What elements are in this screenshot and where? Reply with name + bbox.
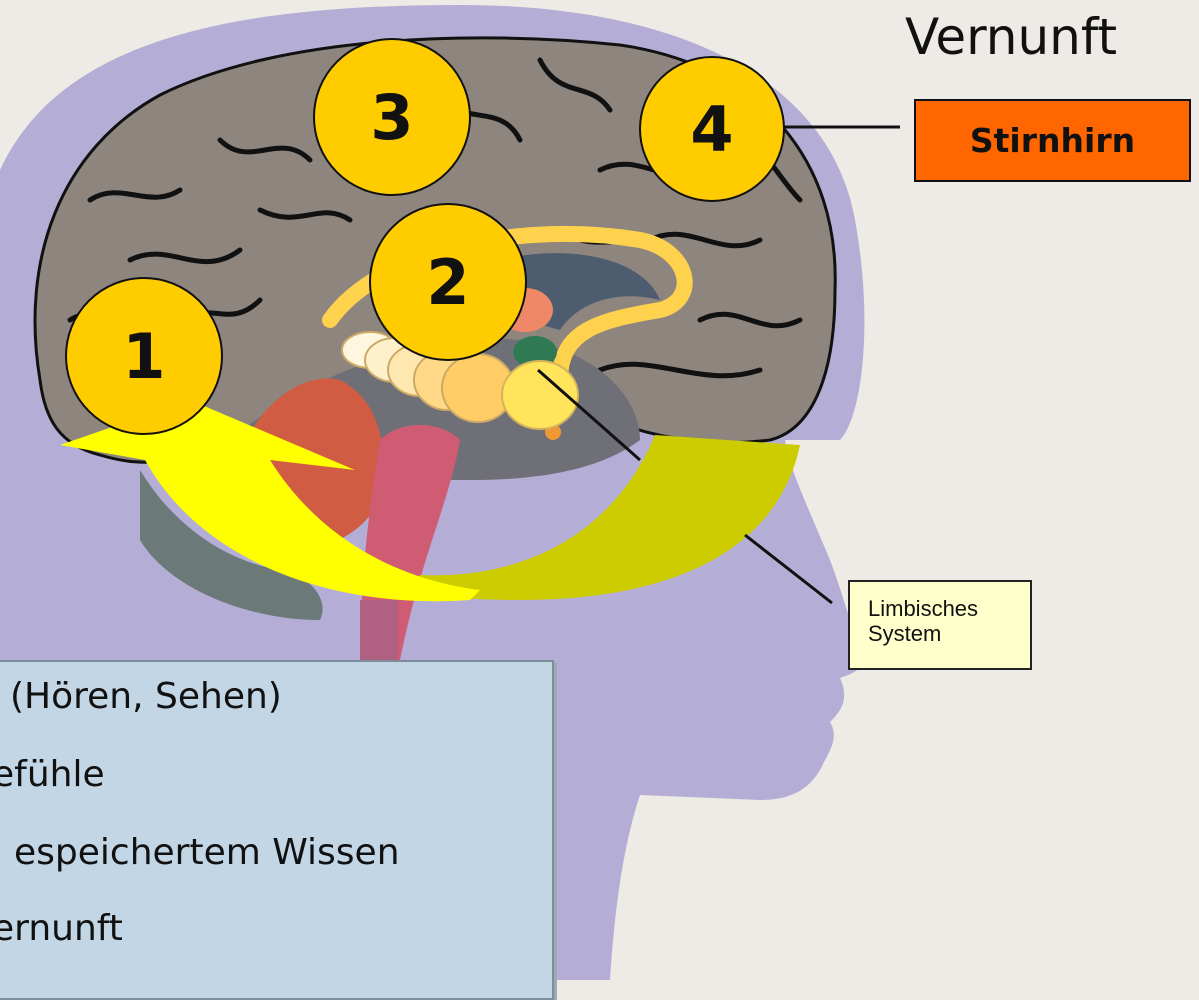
legend-item-2: efühle [0,754,105,795]
legend-item-4: ernunft [0,908,123,949]
limbic-system-label: Limbisches System [848,580,1032,670]
stage-number-2: 2 [426,246,469,319]
diagram-title: Vernunft [905,8,1117,66]
legend-item-1: (Hören, Sehen) [10,676,282,717]
stage-number-4: 4 [690,93,733,166]
stage-circle-3: 3 [314,39,470,195]
stage-circle-2: 2 [370,204,526,360]
stage-number-1: 1 [122,320,165,393]
limbic-label-line-2: System [868,621,1030,646]
stage-circle-4: 4 [640,57,784,201]
legend-item-3: espeichertem Wissen [14,832,400,873]
legend-box: (Hören, Sehen) efühle espeichertem Wisse… [0,660,554,1000]
stage-number-3: 3 [370,81,413,154]
stirnhirn-label: Stirnhirn [914,99,1191,182]
spinal-cord [360,600,398,660]
stage-circle-1: 1 [66,278,222,434]
limbic-label-line-1: Limbisches [868,596,1030,621]
